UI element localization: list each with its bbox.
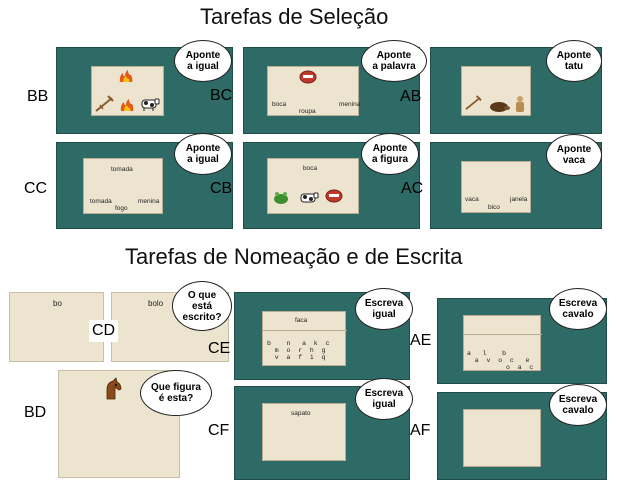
- cow-icon: [140, 97, 160, 112]
- selection-tasks-title: Tarefas de Seleção: [200, 4, 388, 30]
- bubble-cc-line-2: a igual: [186, 154, 220, 165]
- screen-ab: [461, 66, 531, 116]
- bubble-cb-line-1: Aponte: [372, 143, 408, 154]
- word-cc-2: tomada: [90, 198, 112, 205]
- bubble-ce-line-1: Escreva: [365, 298, 403, 309]
- word-bc-3: roupa: [299, 108, 316, 115]
- bubble-ae-line-1: Escreva: [559, 298, 597, 309]
- fire-icon: [119, 99, 135, 111]
- mouth-icon: [325, 189, 343, 203]
- code-af: AF: [410, 422, 430, 440]
- bubble-cf-line-2: igual: [365, 399, 403, 410]
- screen-cc: tomada tomada menina fogo: [83, 158, 163, 214]
- bubble-bb-line-2: a igual: [186, 61, 220, 72]
- bubble-cb-line-2: a figura: [372, 154, 408, 165]
- bubble-ae-line-2: cavalo: [559, 309, 597, 320]
- bubble-ab-line-1: Aponte: [557, 50, 591, 61]
- crutch-icon: [94, 95, 114, 113]
- bubble-ac-line-2: vaca: [557, 155, 591, 166]
- code-bc: BC: [210, 87, 232, 105]
- code-bd: BD: [24, 404, 46, 422]
- horse-icon: [101, 377, 125, 401]
- screen-ae: a l b a v o c e o a c: [463, 315, 541, 371]
- bubble-af-line-1: Escreva: [559, 394, 597, 405]
- word-ac-2: janela: [510, 196, 527, 203]
- cow-icon: [299, 191, 319, 206]
- bubble-bd-line-2: é esta?: [151, 393, 201, 404]
- screen-bc: boca menina roupa: [267, 66, 359, 116]
- divider-ce: [263, 330, 347, 331]
- code-ae: AE: [410, 332, 431, 350]
- fire-icon: [118, 70, 134, 82]
- code-cd: CD: [89, 320, 118, 342]
- mouth-icon: [299, 70, 317, 84]
- code-bb: BB: [27, 88, 48, 106]
- bubble-ac-line-1: Aponte: [557, 144, 591, 155]
- bubble-ab-line-2: tatu: [557, 61, 591, 72]
- bubble-bb-line-1: Aponte: [186, 50, 220, 61]
- screen-bb: [91, 66, 164, 116]
- letter-row-ae-3: o a c: [467, 364, 533, 372]
- armadillo-icon: [488, 100, 510, 112]
- word-cc-4: fogo: [115, 205, 128, 212]
- bubble-cf-line-1: Escreva: [365, 388, 403, 399]
- word-bc-2: menina: [339, 101, 360, 108]
- bubble-af-line-2: cavalo: [559, 405, 597, 416]
- word-ac-1: vaca: [465, 196, 479, 203]
- word-ac-3: bico: [488, 204, 500, 211]
- divider-ae: [464, 334, 542, 335]
- code-cc: CC: [24, 180, 47, 198]
- word-cc-1: tomada: [111, 166, 133, 173]
- figure-icon: [514, 95, 526, 113]
- bubble-cd-line-3: escrito?: [183, 312, 222, 323]
- bubble-cd-line-2: está: [183, 301, 222, 312]
- word-cd-1: bo: [53, 299, 62, 308]
- word-cd-2: bolo: [148, 299, 163, 308]
- code-cb: CB: [210, 180, 232, 198]
- bubble-cc-line-1: Aponte: [186, 143, 220, 154]
- frog-icon: [273, 191, 289, 205]
- word-cb-1: boca: [303, 165, 317, 172]
- word-cc-3: menina: [138, 198, 159, 205]
- screen-af: [463, 409, 541, 467]
- letter-row-ce-3: v a f i q: [267, 354, 326, 362]
- code-ab: AB: [400, 88, 421, 106]
- word-ce-model: faca: [295, 317, 307, 324]
- screen-cf: sapato: [262, 403, 346, 461]
- screen-cb: boca: [267, 158, 359, 214]
- word-bc-1: boca: [272, 101, 286, 108]
- bubble-cd-line-1: O que: [183, 290, 222, 301]
- crutch-icon: [464, 95, 482, 111]
- word-cf-model: sapato: [291, 410, 311, 417]
- bubble-bc-line-1: Aponte: [372, 50, 415, 61]
- code-ac: AC: [401, 180, 423, 198]
- naming-tasks-title: Tarefas de Nomeação e de Escrita: [125, 244, 463, 270]
- bubble-bd-line-1: Que figura: [151, 382, 201, 393]
- code-cf: CF: [208, 422, 229, 440]
- code-ce: CE: [208, 340, 230, 358]
- screen-ce: faca b n a k c m o r h g v a f i q: [262, 311, 346, 366]
- screen-ac: vaca janela bico: [461, 161, 531, 213]
- bubble-ce-line-2: igual: [365, 309, 403, 320]
- bubble-bc-line-2: a palavra: [372, 61, 415, 72]
